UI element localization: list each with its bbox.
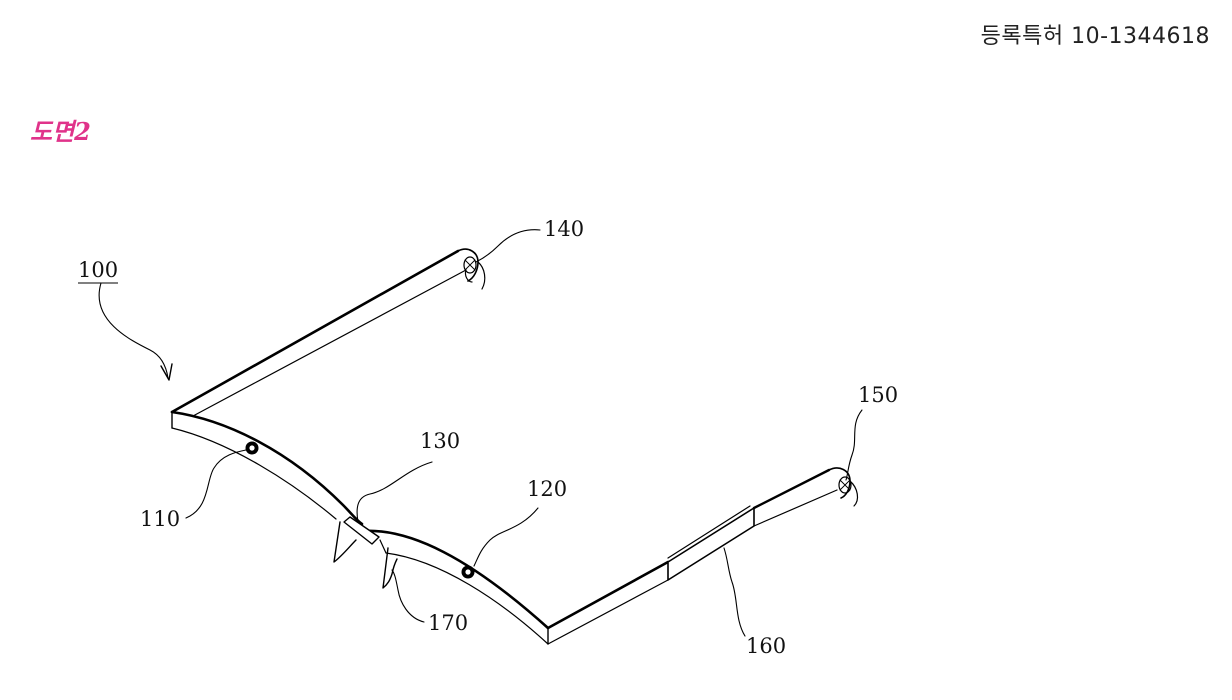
right-sensor — [461, 565, 475, 579]
left-temple-arm — [170, 248, 486, 417]
label-110: 110 — [140, 507, 180, 531]
left-sensor — [245, 441, 259, 455]
nose-pads — [333, 521, 398, 589]
front-frame — [170, 410, 550, 645]
label-130: 130 — [420, 429, 460, 453]
patent-number: 등록특허 10-1344618 — [980, 24, 1210, 49]
label-140: 140 — [544, 217, 584, 241]
label-100: 100 — [78, 258, 118, 282]
battery-module — [667, 505, 755, 581]
leader-lines — [98, 229, 863, 637]
label-160: 160 — [746, 634, 786, 658]
left-temple-tip-sensor — [463, 256, 477, 274]
drawing-title: 도면2 — [30, 117, 91, 146]
label-120: 120 — [527, 477, 567, 501]
bridge-part — [343, 516, 380, 545]
label-150: 150 — [858, 383, 898, 407]
label-170: 170 — [428, 611, 468, 635]
right-temple-tip-sensor — [838, 476, 852, 494]
